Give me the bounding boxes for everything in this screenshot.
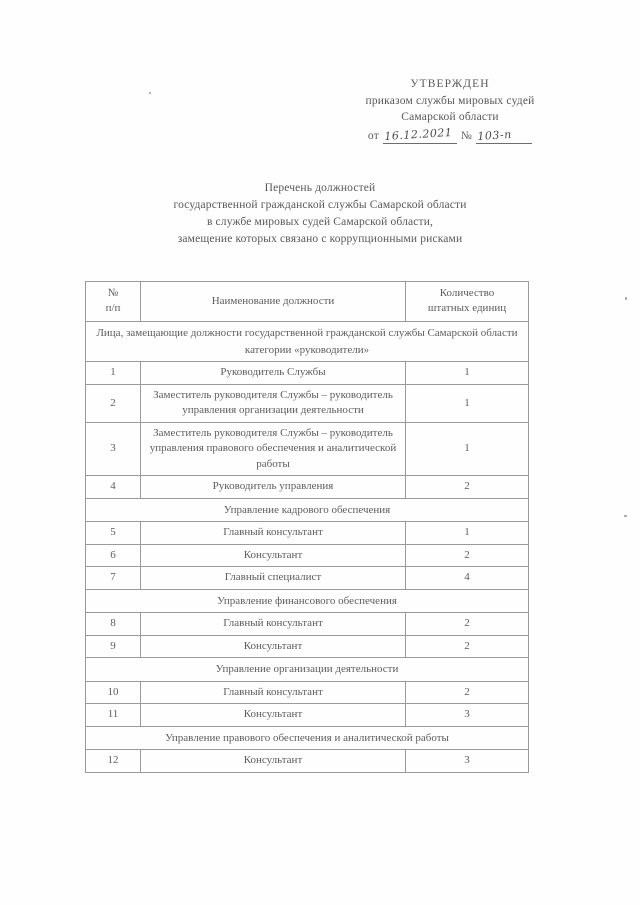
position-name: Главный консультант (140, 612, 406, 636)
position-quantity: 1 (405, 521, 529, 545)
title-line-1: Перечень должностей (264, 182, 376, 194)
scan-speck (625, 297, 627, 300)
scan-speck (624, 515, 627, 517)
position-name: Заместитель руководителя Службы – руково… (140, 421, 406, 476)
column-header-quantity: Количество штатных единиц (405, 281, 529, 322)
position-quantity: 1 (405, 383, 529, 423)
position-quantity: 2 (405, 475, 529, 499)
column-header-quantity-line2: штатных единиц (427, 302, 507, 314)
position-quantity: 1 (405, 421, 529, 476)
row-number: 8 (85, 612, 141, 636)
column-header-position-name: Наименование должности (140, 281, 406, 322)
position-name: Консультант (140, 634, 406, 658)
page-title: Перечень должностей государственной граж… (70, 180, 570, 248)
row-number: 2 (85, 383, 141, 423)
handwritten-date: 16.12.2021 (383, 125, 453, 144)
section-heading-row: Управление организации деятельности (85, 657, 529, 682)
section-heading: Лица, замещающие должности государственн… (85, 321, 529, 362)
position-quantity: 3 (405, 703, 529, 727)
position-quantity: 1 (405, 361, 529, 385)
row-number: 11 (85, 703, 141, 727)
position-name: Консультант (140, 543, 406, 567)
section-heading: Управление кадрового обеспечения (85, 497, 529, 522)
position-name: Руководитель Службы (140, 361, 406, 385)
position-quantity: 3 (405, 749, 529, 773)
row-number: 5 (85, 521, 141, 545)
position-name: Консультант (140, 749, 406, 773)
approval-region-line: Самарской области (401, 111, 499, 123)
position-name: Главный консультант (140, 521, 406, 545)
row-number: 7 (85, 566, 141, 590)
title-line-3: в службе мировых судей Самарской области… (206, 216, 434, 228)
positions-table: № п/п Наименование должности Количество … (85, 281, 529, 773)
positions-table-container: № п/п Наименование должности Количество … (85, 281, 529, 773)
row-number: 3 (85, 421, 141, 476)
section-heading-row: Лица, замещающие должности государственн… (85, 321, 529, 362)
date-fill-slot: 16.12.2021 (382, 126, 457, 144)
column-header-number: № п/п (85, 281, 141, 322)
section-heading-row: Управление финансового обеспечения (85, 588, 529, 613)
date-prefix-label: от (367, 129, 379, 142)
section-heading-row: Управление правового обеспечения и анали… (85, 725, 529, 750)
approval-heading: УТВЕРЖДЕН (410, 78, 490, 90)
row-number: 9 (85, 634, 141, 658)
position-name: Консультант (140, 703, 406, 727)
title-line-2: государственной гражданской службы Самар… (173, 199, 467, 211)
handwritten-number: 103-п (477, 127, 513, 144)
position-quantity: 2 (405, 680, 529, 704)
position-quantity: 2 (405, 634, 529, 658)
row-number: 1 (85, 361, 141, 385)
position-name: Главный специалист (140, 566, 406, 590)
row-number: 6 (85, 543, 141, 567)
position-name: Заместитель руководителя Службы – руково… (140, 383, 406, 423)
column-header-number-line2: п/п (105, 302, 121, 314)
number-sign-label: № (460, 129, 473, 142)
section-heading: Управление организации деятельности (85, 657, 529, 682)
table-body: Лица, замещающие должности государственн… (85, 321, 529, 773)
approval-dateline: от 16.12.2021 № 103-п (300, 126, 600, 144)
row-number: 10 (85, 680, 141, 704)
scan-speck (149, 92, 151, 94)
position-quantity: 2 (405, 543, 529, 567)
title-line-4: замещение которых связано с коррупционны… (177, 233, 463, 245)
number-fill-slot: 103-п (476, 127, 533, 144)
approval-block: УТВЕРЖДЕН приказом службы мировых судей … (300, 76, 600, 144)
column-header-quantity-line1: Количество (439, 287, 495, 299)
row-number: 12 (85, 749, 141, 773)
table-header-row: № п/п Наименование должности Количество … (85, 281, 529, 322)
section-heading: Управление правового обеспечения и анали… (85, 725, 529, 750)
table-header: № п/п Наименование должности Количество … (85, 281, 529, 322)
approval-order-line: приказом службы мировых судей (365, 94, 535, 107)
column-header-number-line1: № (107, 287, 119, 299)
section-heading: Управление финансового обеспечения (85, 588, 529, 613)
row-number: 4 (85, 475, 141, 499)
position-quantity: 4 (405, 566, 529, 590)
section-heading-row: Управление кадрового обеспечения (85, 497, 529, 522)
position-name: Руководитель управления (140, 475, 406, 499)
position-name: Главный консультант (140, 680, 406, 704)
position-quantity: 2 (405, 612, 529, 636)
